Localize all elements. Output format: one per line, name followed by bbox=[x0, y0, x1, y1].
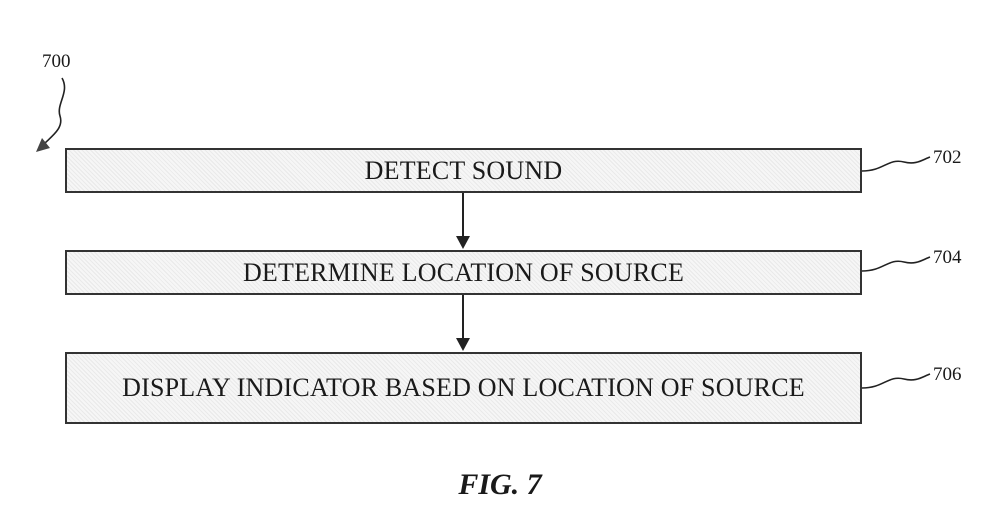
figure-ref-arrowhead bbox=[36, 138, 50, 152]
figure-ref-number: 700 bbox=[42, 51, 71, 72]
step-box-704: DETERMINE LOCATION OF SOURCE bbox=[65, 250, 862, 295]
step-label-704: DETERMINE LOCATION OF SOURCE bbox=[242, 257, 685, 287]
step-ref-704: 704 bbox=[933, 247, 962, 268]
step-ref-706: 706 bbox=[933, 364, 962, 385]
arrow-702-to-704-head bbox=[456, 236, 470, 249]
leader-704 bbox=[861, 256, 931, 272]
step-ref-702: 702 bbox=[933, 147, 962, 168]
leader-702 bbox=[861, 156, 931, 172]
step-label-706: DISPLAY INDICATOR BASED ON LOCATION OF S… bbox=[122, 373, 805, 403]
figure-ref-leader bbox=[43, 77, 66, 145]
leader-706 bbox=[861, 373, 931, 389]
step-box-706: DISPLAY INDICATOR BASED ON LOCATION OF S… bbox=[65, 352, 862, 424]
arrow-704-to-706-head bbox=[456, 338, 470, 351]
figure-caption: FIG. 7 bbox=[458, 468, 542, 501]
step-box-702: DETECT SOUND bbox=[65, 148, 862, 193]
step-label-702: DETECT SOUND bbox=[364, 155, 563, 185]
